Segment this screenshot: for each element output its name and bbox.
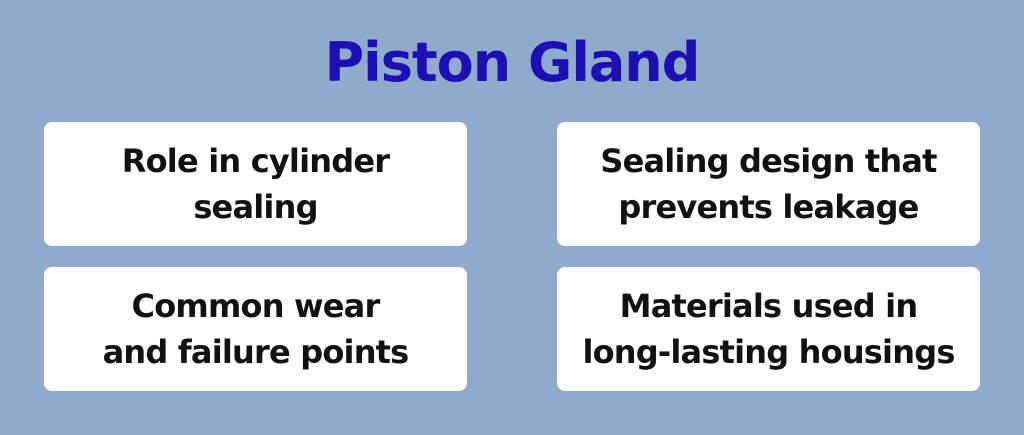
card-label: Sealing design that prevents leakage [600, 142, 937, 226]
card-label: Role in cylinder sealing [121, 142, 390, 226]
card-label: Common wear and failure points [102, 287, 410, 371]
card-role-in-cylinder-sealing: Role in cylinder sealing [44, 122, 467, 246]
card-sealing-design: Sealing design that prevents leakage [557, 122, 980, 246]
page-title: Piston Gland [324, 31, 701, 94]
card-materials: Materials used in long-lasting housings [557, 267, 980, 391]
card-wear-and-failure: Common wear and failure points [44, 267, 467, 391]
card-label: Materials used in long-lasting housings [582, 287, 955, 371]
